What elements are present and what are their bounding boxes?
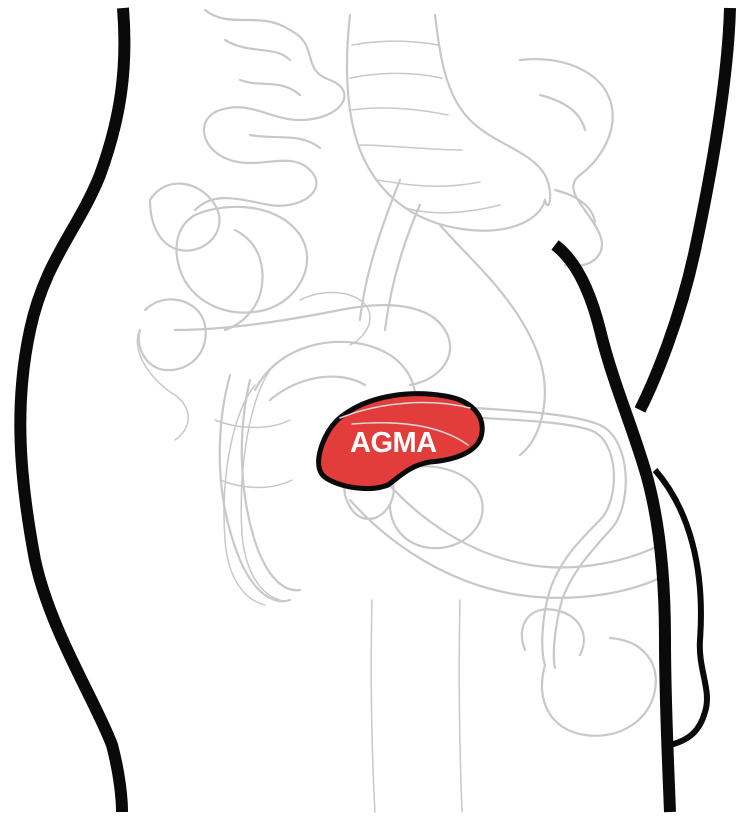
highlight-label: AGMA xyxy=(350,427,437,459)
front-abdomen-contour xyxy=(640,8,730,410)
rectum xyxy=(215,375,300,601)
legs-lower xyxy=(371,600,462,812)
colon xyxy=(347,15,550,455)
back-contour xyxy=(20,8,124,812)
